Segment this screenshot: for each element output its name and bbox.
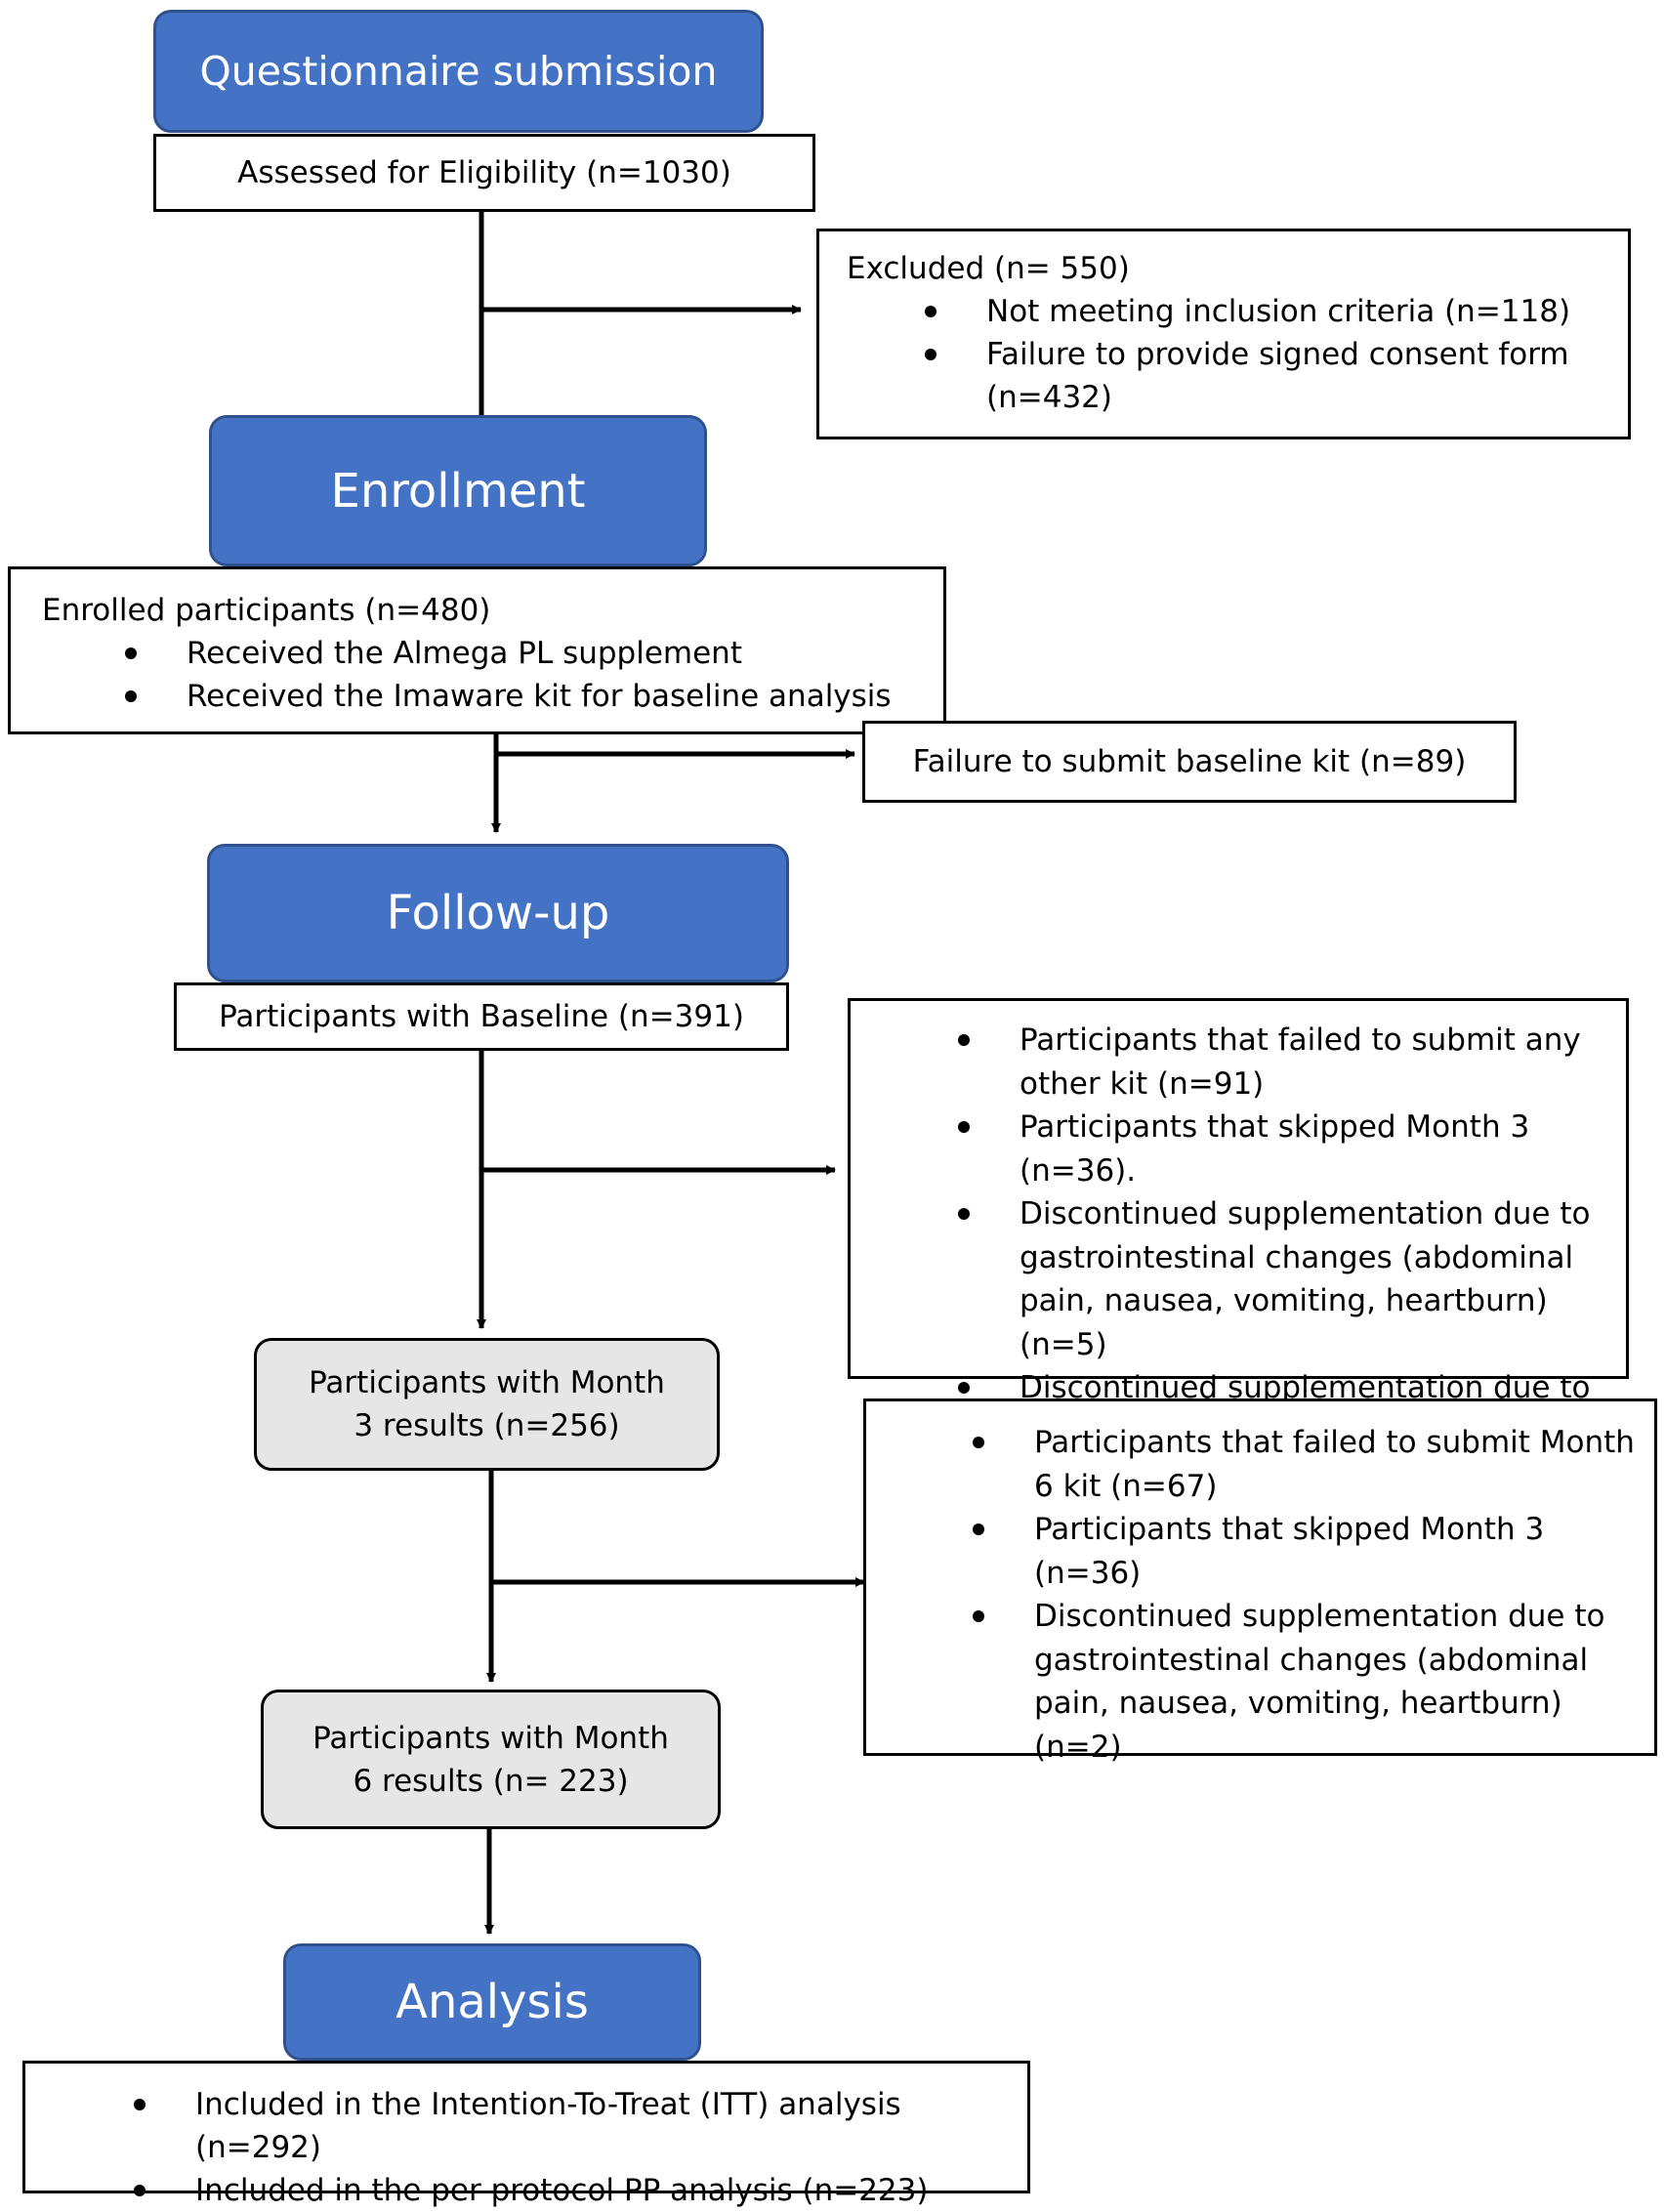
month6-loss-item: Discontinued supplementation due to gast…: [973, 1595, 1644, 1769]
analysis-list: Included in the Intention-To-Treat (ITT)…: [134, 2083, 1027, 2212]
month6-losses-box: Participants that failed to submit Month…: [863, 1398, 1657, 1765]
stage-analysis-header: Analysis: [283, 1943, 701, 2061]
month6-loss-item: Participants that failed to submit Month…: [973, 1421, 1644, 1508]
stage-followup-label: Follow-up: [386, 886, 610, 940]
excluded-item: Not meeting inclusion criteria (n=118): [925, 290, 1601, 333]
month6-losses-list: Participants that failed to submit Month…: [973, 1421, 1644, 1769]
excluded-title: Excluded (n= 550): [847, 251, 1130, 286]
month3-loss-item: Participants that failed to submit any o…: [958, 1019, 1608, 1106]
enrolled-item: Received the Imaware kit for baseline an…: [125, 675, 912, 718]
assessed-label: Assessed for Eligibility (n=1030): [237, 155, 731, 190]
month6-results-label: Participants with Month 6 results (n= 22…: [312, 1720, 669, 1799]
enrolled-title: Enrolled participants (n=480): [42, 593, 491, 628]
month3-results-label: Participants with Month 3 results (n=256…: [309, 1365, 665, 1443]
enrolled-box: Enrolled participants (n=480) Received t…: [8, 566, 946, 734]
analysis-item: Included in the Intention-To-Treat (ITT)…: [134, 2083, 1027, 2169]
month3-results-box: Participants with Month 3 results (n=256…: [254, 1338, 720, 1471]
stage-enrollment-header: Enrollment: [209, 415, 707, 566]
month3-losses-box: Participants that failed to submit any o…: [848, 998, 1629, 1492]
analysis-box: Included in the Intention-To-Treat (ITT)…: [22, 2061, 1030, 2208]
excluded-item: Failure to provide signed consent form (…: [925, 333, 1601, 419]
baseline-label: Participants with Baseline (n=391): [219, 999, 744, 1034]
month3-loss-item: Participants that skipped Month 3 (n=36)…: [958, 1106, 1608, 1192]
month3-loss-item: Discontinued supplementation due to gast…: [958, 1192, 1608, 1366]
assessed-box: Assessed for Eligibility (n=1030): [153, 134, 815, 212]
excluded-box: Excluded (n= 550) Not meeting inclusion …: [816, 229, 1631, 439]
stage-questionnaire-label: Questionnaire submission: [199, 48, 718, 95]
stage-enrollment-label: Enrollment: [330, 463, 586, 519]
baseline-failure-label: Failure to submit baseline kit (n=89): [912, 744, 1467, 779]
baseline-failure-box: Failure to submit baseline kit (n=89): [862, 721, 1517, 803]
stage-analysis-label: Analysis: [395, 1975, 589, 2029]
stage-followup-header: Follow-up: [207, 844, 789, 982]
enrolled-item: Received the Almega PL supplement: [125, 632, 912, 675]
month6-loss-item: Participants that skipped Month 3 (n=36): [973, 1508, 1644, 1595]
analysis-item: Included in the per protocol PP analysis…: [134, 2169, 1027, 2212]
month3-losses-list: Participants that failed to submit any o…: [958, 1019, 1608, 1497]
month6-results-box: Participants with Month 6 results (n= 22…: [261, 1690, 721, 1829]
baseline-box: Participants with Baseline (n=391): [174, 982, 789, 1051]
excluded-list: Not meeting inclusion criteria (n=118)Fa…: [847, 290, 1601, 419]
stage-questionnaire-header: Questionnaire submission: [153, 10, 764, 133]
